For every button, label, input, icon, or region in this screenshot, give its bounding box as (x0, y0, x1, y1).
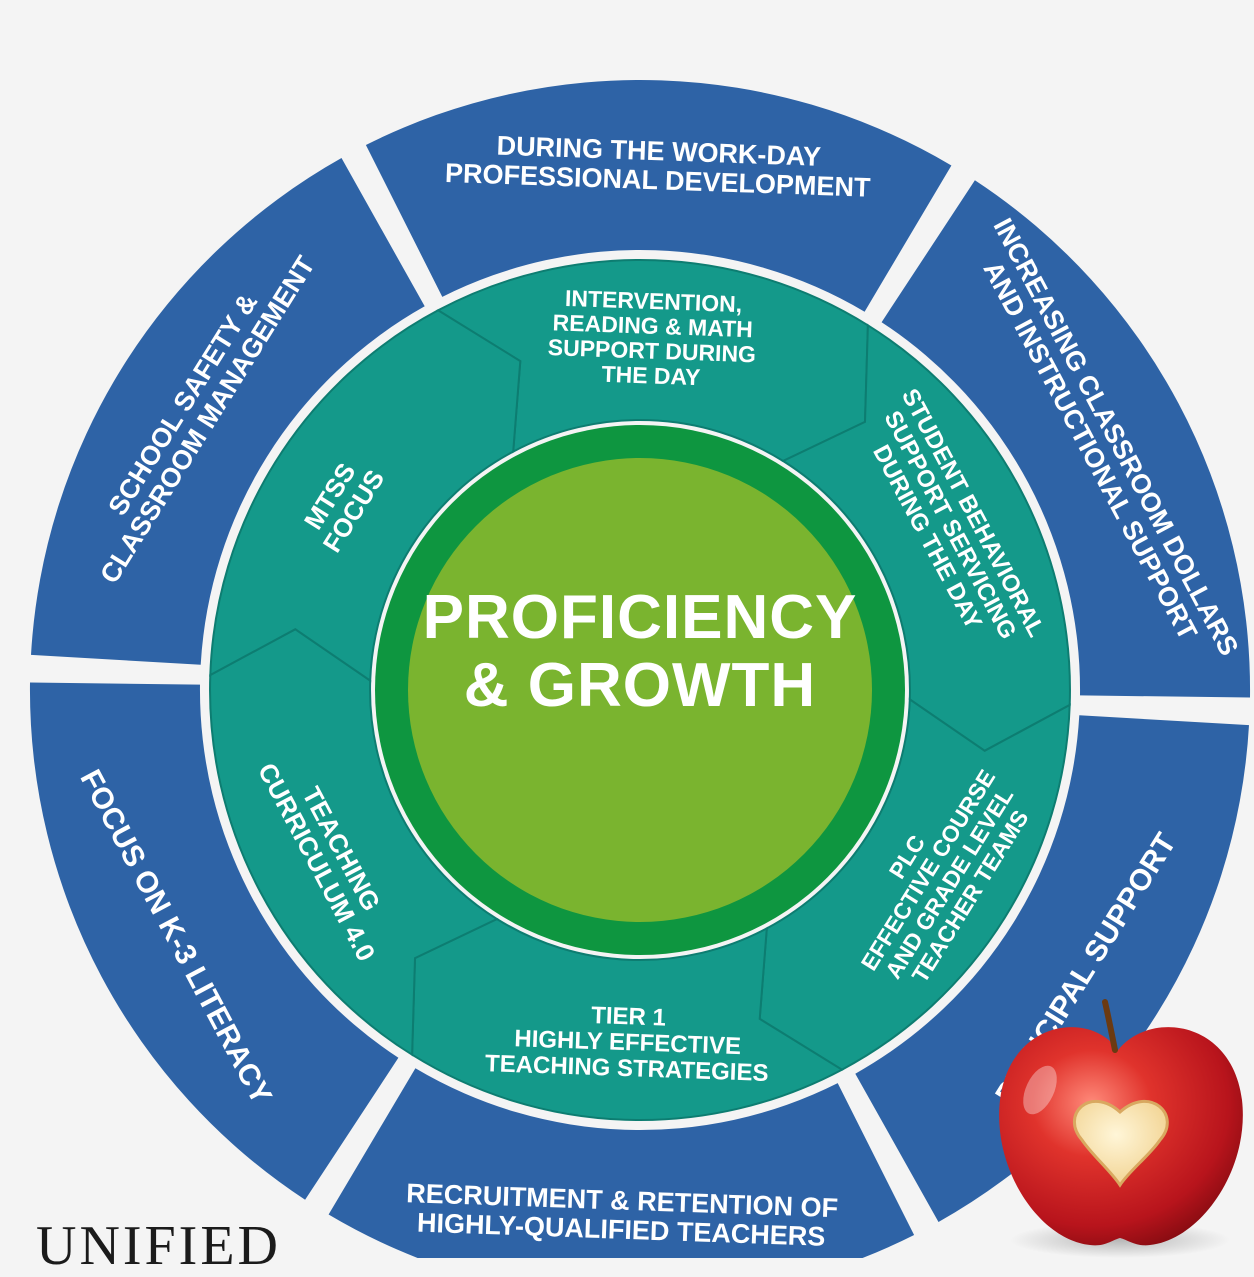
apple-with-heart-icon (999, 999, 1243, 1258)
outer-segment (881, 180, 1251, 698)
inner-label-0-line: INTERVENTION, (565, 285, 743, 317)
outer-segment (365, 79, 952, 312)
inner-ring (209, 258, 1071, 1122)
center-inner-circle (408, 458, 872, 922)
center-title-line-2: & GROWTH (464, 651, 816, 720)
inner-segment (209, 309, 522, 683)
inner-label-0-line: THE DAY (601, 361, 701, 390)
center-title-line-1: PROFICIENCY (423, 583, 858, 652)
outer-segment (29, 682, 399, 1200)
inner-label-3-line: TIER 1 (591, 1002, 667, 1032)
outer-segment (31, 158, 425, 665)
wordmark: UNIFIED (36, 1215, 281, 1277)
outer-segment (855, 715, 1249, 1222)
outer-segment (328, 1068, 915, 1258)
outer-ring (29, 79, 1251, 1258)
center-hub: PROFICIENCY & GROWTH (375, 425, 905, 955)
